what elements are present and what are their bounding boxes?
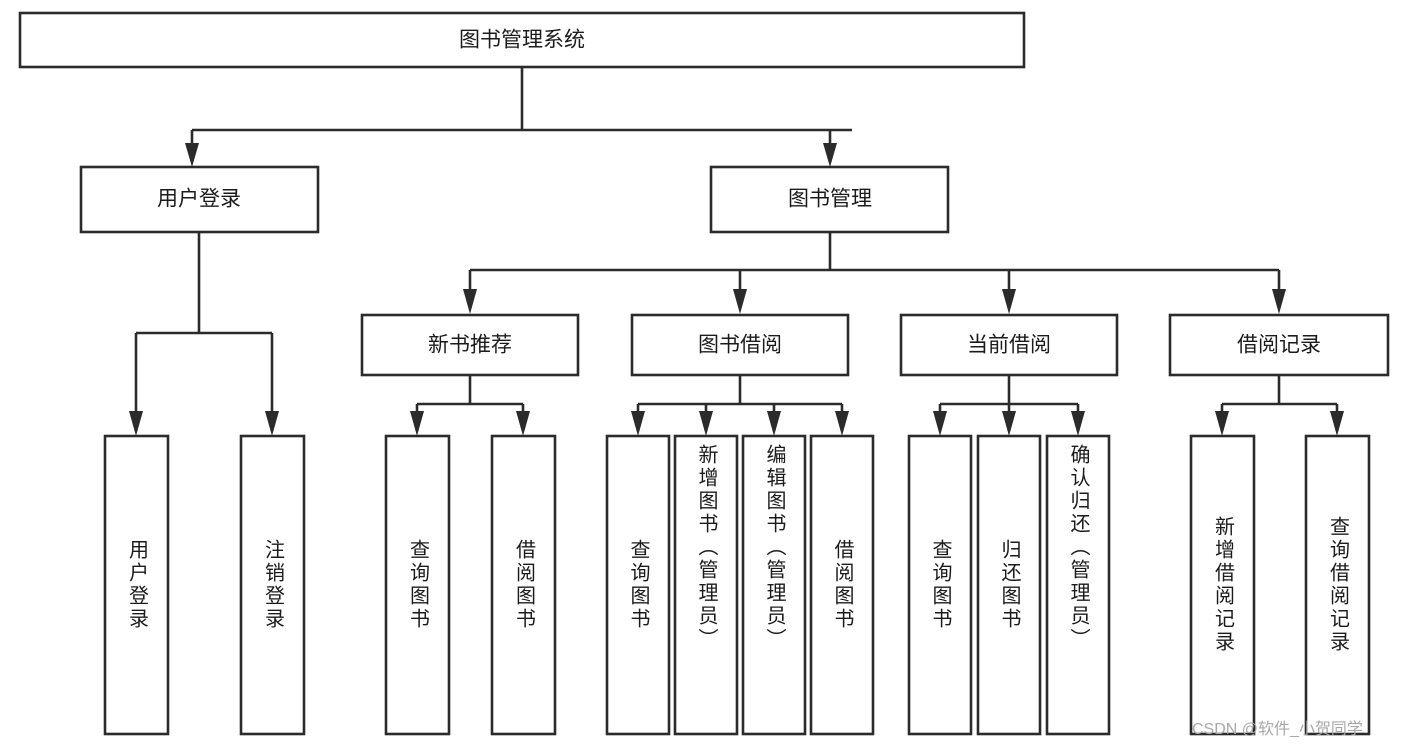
- leaf-box[interactable]: [239, 434, 306, 736]
- leaf-box[interactable]: [384, 434, 451, 736]
- connector-newbook-to-leaves: [410, 375, 530, 436]
- connector-bookborrow-to-leaves: [631, 375, 849, 436]
- leaf-label: 确认归还（管理员）: [1067, 444, 1089, 651]
- node-root-label: 图书管理系统: [459, 29, 585, 52]
- leaf-label: 编辑图书（管理员）: [763, 444, 785, 651]
- node-borrow-record-box[interactable]: [1168, 313, 1390, 377]
- leaf-confirm-return-admin[interactable]: 确认归还（管理员）: [1047, 436, 1109, 734]
- node-root-box[interactable]: [18, 11, 1026, 69]
- node-user-login-label: 用户登录: [157, 188, 241, 211]
- leaf-box[interactable]: [1304, 434, 1371, 736]
- leaf-edit-book-admin[interactable]: 编辑图书（管理员）: [743, 436, 805, 734]
- leaf-box[interactable]: [809, 434, 875, 736]
- connector-root-to-level1: [185, 67, 852, 167]
- leaf-label: 借阅图书: [831, 539, 853, 631]
- connector-currentborrow-to-leaves: [933, 375, 1085, 436]
- node-user-login-box[interactable]: [79, 165, 320, 234]
- leaf-box[interactable]: [605, 434, 671, 736]
- node-book-borrow-label: 图书借阅: [698, 334, 782, 357]
- leaf-label: 新增借阅记录: [1211, 516, 1234, 654]
- node-new-book-recommend-label: 新书推荐: [428, 334, 512, 357]
- leaf-label: 注销登录: [261, 539, 284, 631]
- leaf-query-book-borrow[interactable]: 查询图书: [607, 436, 669, 734]
- leaf-box[interactable]: [673, 434, 739, 736]
- leaf-box[interactable]: [907, 434, 973, 736]
- leaf-box[interactable]: [741, 434, 807, 736]
- leaf-label: 归还图书: [998, 539, 1020, 631]
- connector-bookmgmt-to-level2: [463, 232, 1286, 314]
- csdn-watermark: CSDN @软件_小贺同学: [1192, 721, 1363, 738]
- leaf-box[interactable]: [976, 434, 1042, 736]
- connector-userlogin-to-leaves: [129, 232, 279, 436]
- leaf-box[interactable]: [1045, 434, 1111, 736]
- node-borrow-record-label: 借阅记录: [1237, 334, 1321, 357]
- connector-borrowrecord-to-leaves: [1215, 375, 1344, 436]
- leaf-label: 借阅图书: [512, 539, 535, 631]
- leaf-borrow-book[interactable]: 借阅图书: [811, 436, 873, 734]
- leaf-add-borrow-record[interactable]: 新增借阅记录: [1191, 436, 1254, 734]
- leaf-label: 查询图书: [929, 539, 951, 631]
- node-current-borrow-box[interactable]: [899, 313, 1119, 377]
- leaf-user-login[interactable]: 用户登录: [105, 436, 168, 734]
- leaf-label: 查询图书: [627, 539, 649, 631]
- node-book-management-box[interactable]: [709, 165, 950, 234]
- leaf-label: 用户登录: [125, 539, 148, 631]
- leaf-query-borrow-record[interactable]: 查询借阅记录: [1306, 436, 1369, 734]
- leaf-box[interactable]: [103, 434, 170, 736]
- leaf-query-book-recommend[interactable]: 查询图书: [386, 436, 449, 734]
- leaf-label: 查询图书: [406, 539, 429, 631]
- leaf-add-book-admin[interactable]: 新增图书（管理员）: [675, 436, 737, 734]
- leaf-logout[interactable]: 注销登录: [241, 436, 304, 734]
- leaf-box[interactable]: [490, 434, 557, 736]
- leaf-label: 查询借阅记录: [1326, 516, 1349, 654]
- node-book-borrow-box[interactable]: [630, 313, 850, 377]
- node-current-borrow-label: 当前借阅: [967, 334, 1051, 357]
- leaf-return-book[interactable]: 归还图书: [978, 436, 1040, 734]
- leaf-borrow-book-recommend[interactable]: 借阅图书: [492, 436, 555, 734]
- node-book-management-label: 图书管理: [788, 188, 872, 211]
- leaf-box[interactable]: [1189, 434, 1256, 736]
- leaf-label: 新增图书（管理员）: [695, 444, 717, 651]
- node-new-book-recommend-box[interactable]: [360, 313, 580, 377]
- leaf-query-book-current[interactable]: 查询图书: [909, 436, 971, 734]
